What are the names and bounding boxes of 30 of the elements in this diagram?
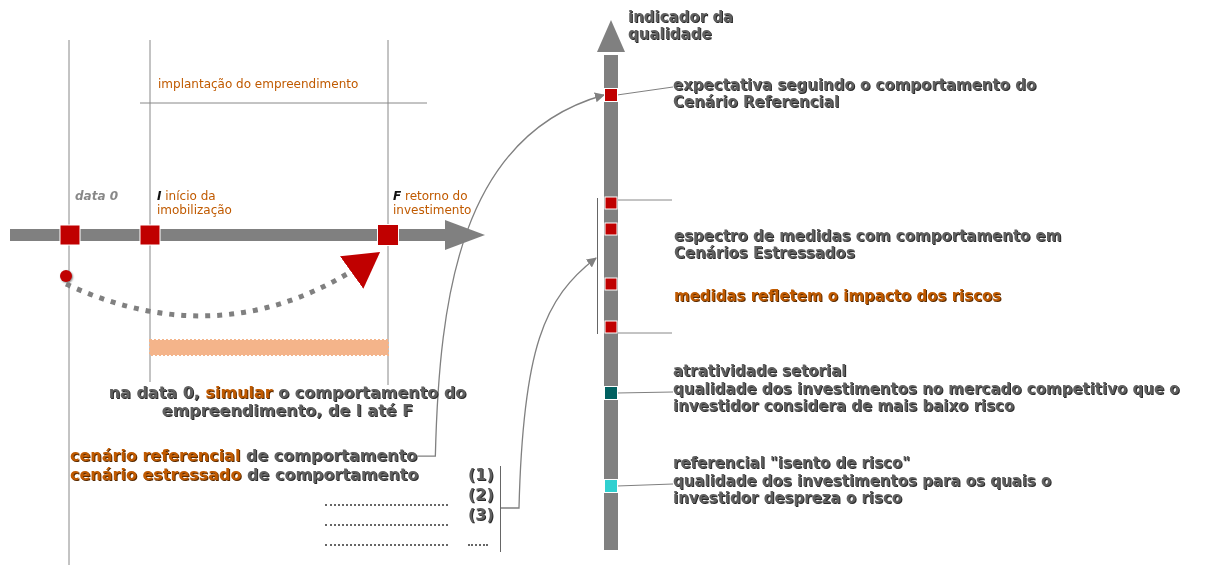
arrow xyxy=(500,257,597,509)
footnote-number: (3) xyxy=(468,506,494,525)
scenario-text: cenário estressado de comportamento xyxy=(70,466,419,485)
stressed-scenario-group xyxy=(68,466,501,552)
leader-line xyxy=(616,86,674,96)
axis-title: indicador da qualidade xyxy=(628,9,735,44)
arrow xyxy=(416,93,605,457)
point-label: data 0 xyxy=(75,190,119,204)
description-text: qualidade dos investimentos no mercado competitivo que o investidor considera de mais baixo risco xyxy=(673,381,1181,416)
point-label: I início da imobilização xyxy=(157,190,233,218)
marker-square xyxy=(605,89,617,101)
heading-text: atratividade setorial xyxy=(673,363,847,381)
description-text: espectro de medidas com comportamento em Cenários Estressados xyxy=(674,228,1063,263)
instruction-text: na data 0, simular o comportamento do empreendimento, de I até F xyxy=(107,384,468,421)
marker-square xyxy=(378,225,398,245)
marker-square xyxy=(605,480,617,492)
start-dot xyxy=(60,270,72,282)
footnote-number: (1) xyxy=(468,466,494,485)
heading-text: referencial "isento de risco" xyxy=(673,455,911,473)
description-text: qualidade dos investimentos para os quais o investidor despreza o risco xyxy=(673,473,1053,508)
point-label: F retorno do investimento xyxy=(393,190,473,218)
note-text: medidas refletem o impacto dos riscos xyxy=(674,288,1003,306)
heading-text: implantação do empreendimento xyxy=(158,78,359,92)
leader-line xyxy=(616,391,674,394)
leader-line xyxy=(616,483,674,487)
scenario-text: cenário referencial de comportamento xyxy=(70,447,418,466)
description-text: expectativa seguindo o comportamento do Cenário Referencial xyxy=(673,77,1103,112)
footnote-number: (2) xyxy=(468,486,494,505)
arrow xyxy=(65,252,381,319)
marker-square xyxy=(605,387,617,399)
